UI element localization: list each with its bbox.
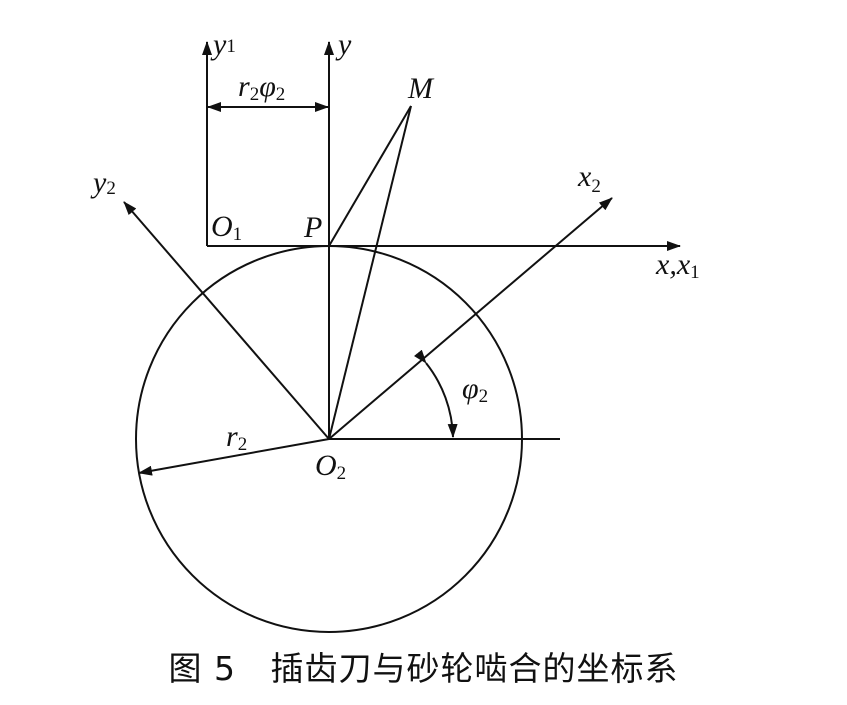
label-P: P (303, 211, 322, 244)
line-P-M (328, 105, 412, 247)
figure-caption: 图 5 插齿刀与砂轮啮合的坐标系 (168, 649, 679, 688)
label-O2: O2 (315, 449, 346, 484)
x2-axis (328, 197, 613, 440)
radius-r2-arrow (138, 438, 330, 476)
label-r2phi2: r2φ2 (238, 70, 285, 105)
line-O2-M (328, 105, 412, 440)
y2-axis (123, 201, 330, 440)
label-y1: y1 (210, 28, 236, 61)
label-M: M (407, 72, 435, 105)
label-x-x1: x,x1 (655, 248, 700, 283)
label-O1: O1 (211, 210, 242, 245)
label-phi2: φ2 (462, 372, 488, 407)
angle-phi2-arc (413, 349, 458, 438)
label-y2: y2 (90, 166, 116, 199)
label-r2: r2 (226, 420, 247, 455)
label-y: y (335, 28, 352, 61)
label-x2: x2 (577, 160, 601, 197)
